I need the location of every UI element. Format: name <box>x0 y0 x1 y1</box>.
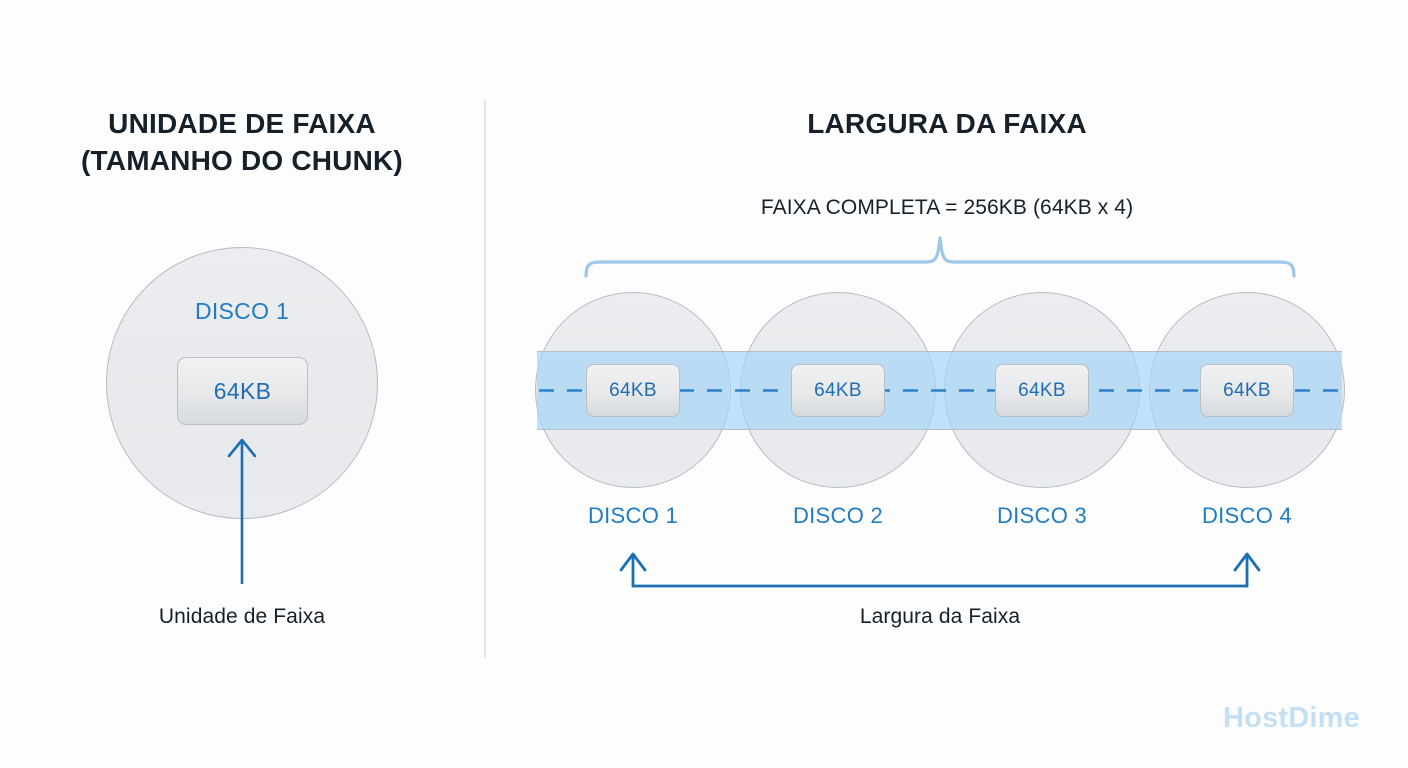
disc-label-3: DISCO 3 <box>996 503 1088 528</box>
right-panel-title: LARGURA DA FAIXA <box>807 108 1087 139</box>
stripe-width-arrow-head-left <box>619 552 647 572</box>
stripe-width-bracket <box>631 556 1249 588</box>
disc-label-4: DISCO 4 <box>1201 503 1293 528</box>
right-panel-caption: Largura da Faixa <box>859 605 1021 628</box>
stripe-width-arrow-head-right <box>1233 552 1261 572</box>
hostdime-logo: HostDime <box>1223 702 1360 734</box>
left-panel-title: UNIDADE DE FAIXA (TAMANHO DO CHUNK) <box>0 105 484 179</box>
chunk-box-2: 64KB <box>791 364 885 417</box>
left-panel-title-line2: (TAMANHO DO CHUNK) <box>81 145 403 176</box>
panel-divider <box>484 100 486 658</box>
disc-label-1: DISCO 1 <box>587 503 679 528</box>
chunk-box-left: 64KB <box>177 357 308 425</box>
disc-label-2: DISCO 2 <box>792 503 884 528</box>
full-stripe-label: FAIXA COMPLETA = 256KB (64KB x 4) <box>760 196 1134 219</box>
chunk-box-1: 64KB <box>586 364 680 417</box>
chunk-box-3: 64KB <box>995 364 1089 417</box>
disc-label-left: DISCO 1 <box>194 298 290 324</box>
full-stripe-brace <box>584 236 1296 278</box>
chunk-box-4: 64KB <box>1200 364 1294 417</box>
left-panel-caption: Unidade de Faixa <box>158 605 326 628</box>
left-panel-title-line1: UNIDADE DE FAIXA <box>108 108 376 139</box>
